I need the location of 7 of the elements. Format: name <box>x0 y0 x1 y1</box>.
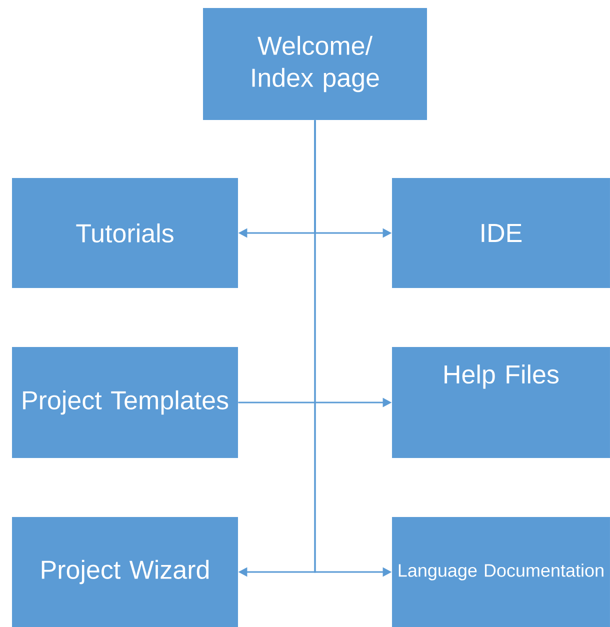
process-box: Project Templates <box>12 347 238 458</box>
process-box: IDE <box>392 178 610 288</box>
process-box: Project Wizard <box>12 517 238 627</box>
process-box: Tutorials <box>12 178 238 288</box>
process-box: Language Documentation <box>392 517 610 627</box>
process-box: Help Files <box>392 347 610 458</box>
process-box: Welcome/ Index page <box>203 8 427 120</box>
